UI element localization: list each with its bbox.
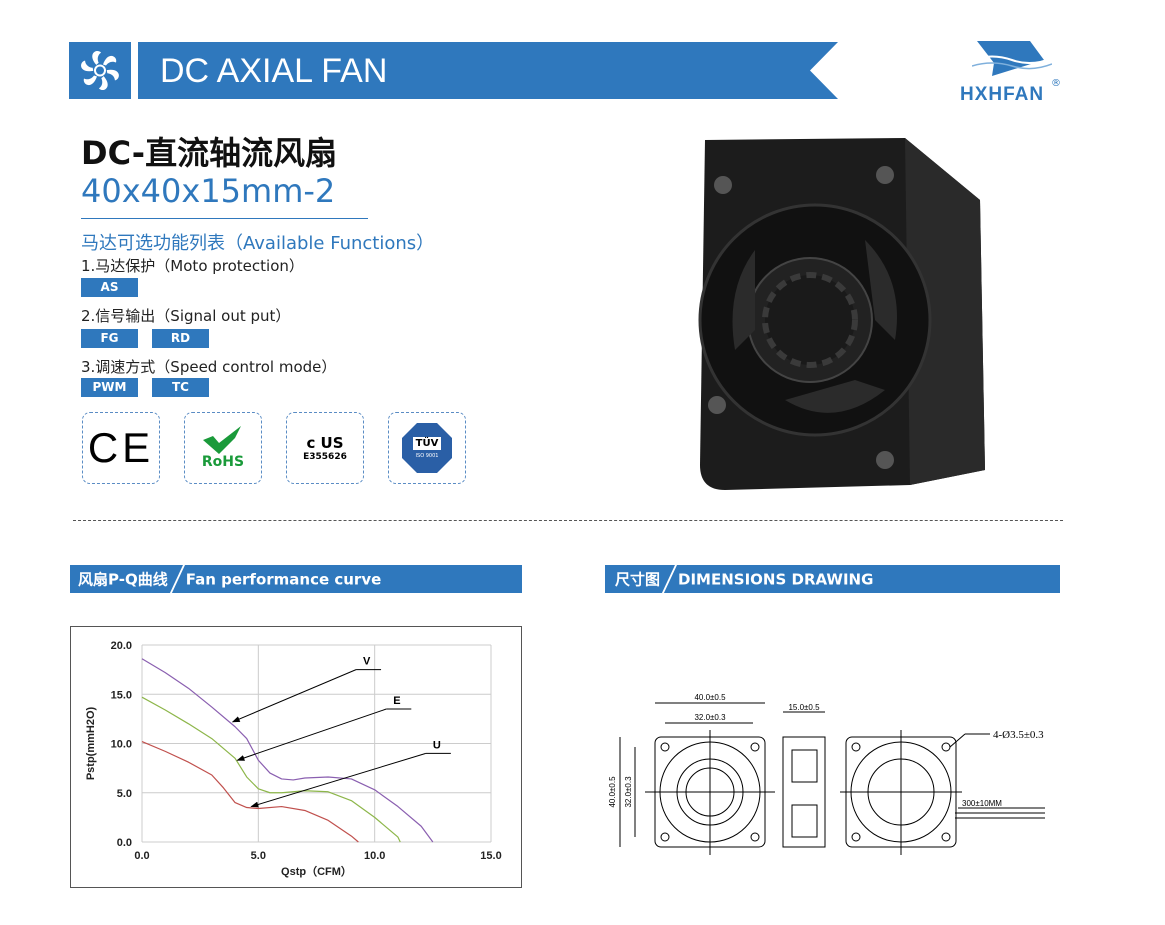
dimensions-drawing: 40.0±0.5 32.0±0.3 15.0±0.5 40.0±0.5 32.0… (600, 690, 1070, 864)
tag-fg: FG (81, 329, 138, 348)
ce-logo: CE (82, 412, 160, 484)
rohs-logo: RoHS (184, 412, 262, 484)
x-tick-label: 15.0 (480, 850, 501, 862)
tag-tc: TC (152, 378, 209, 397)
tag-pwm: PWM (81, 378, 138, 397)
brand-name: HXHFAN (960, 84, 1045, 105)
fan-icon-box (69, 42, 131, 99)
function-group-label: 2.信号输出（Signal out put） (81, 307, 291, 325)
x-tick-label: 5.0 (251, 850, 266, 862)
annotation-arrow (236, 708, 387, 761)
product-size: 40x40x15mm-2 (81, 172, 336, 210)
dim-height: 40.0±0.5 (608, 776, 617, 808)
dim-width: 40.0±0.5 (694, 693, 726, 702)
fan-product-photo (695, 130, 995, 504)
y-tick-label: 15.0 (111, 689, 132, 701)
registered-mark: ® (1051, 78, 1061, 89)
title-divider (81, 218, 368, 219)
series-line-u (141, 740, 359, 843)
functions-heading: 马达可选功能列表（Available Functions） (81, 233, 435, 254)
annotation-arrow (250, 752, 426, 808)
tuv-logo: TÜV ISO 9001 (388, 412, 466, 484)
x-axis-label: Qstp（CFM） (281, 865, 352, 878)
y-tick-label: 10.0 (111, 739, 132, 751)
dim-hole-spacing: 32.0±0.3 (694, 713, 726, 722)
x-tick-label: 10.0 (364, 850, 385, 862)
product-title: DC-直流轴流风扇 (81, 134, 338, 172)
check-icon (203, 426, 241, 454)
series-line-v (141, 658, 434, 843)
dim-cable: 300±10MM (962, 799, 1002, 808)
x-tick-label: 0.0 (134, 850, 149, 862)
annotation-arrow (231, 669, 357, 723)
function-group-label: 3.调速方式（Speed control mode） (81, 358, 337, 376)
dim-depth: 15.0±0.5 (788, 703, 820, 712)
brand-logo (971, 38, 1053, 87)
y-tick-label: 20.0 (111, 640, 132, 652)
y-tick-label: 0.0 (117, 837, 132, 849)
function-group-label: 1.马达保护（Moto protection） (81, 257, 304, 275)
tag-rd: RD (152, 329, 209, 348)
series-line-e (141, 696, 401, 843)
fan-icon (79, 49, 121, 92)
header-title: DC AXIAL FAN (160, 52, 388, 90)
y-axis-label: Pstp(mmH2O) (85, 706, 97, 780)
annotation-label-v: V (363, 656, 371, 668)
annotation-label-e: E (393, 695, 400, 707)
tag-as: AS (81, 278, 138, 297)
header-banner (138, 42, 838, 99)
dim-holes: 4-Ø3.5±0.3 (993, 729, 1044, 741)
dim-hole-spacing-v: 32.0±0.3 (624, 776, 633, 808)
annotation-label-u: U (433, 739, 441, 751)
section-divider (73, 520, 1063, 521)
y-tick-label: 5.0 (117, 788, 132, 800)
ul-logo: c US E355626 (286, 412, 364, 484)
